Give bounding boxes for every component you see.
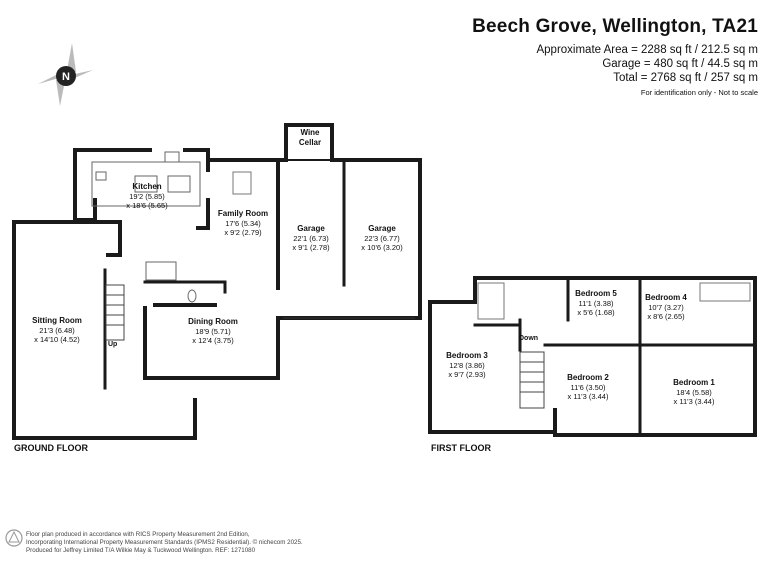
compass-north-label: N [62,71,70,83]
room-garage-1: Garage 22'1 (6.73) x 9'1 (2.78) [292,224,330,252]
room-dimension: 22'3 (6.77) [364,234,400,243]
room-dimension: x 12'4 (3.75) [192,336,234,345]
room-dimension: x 9'1 (2.78) [292,243,330,252]
room-dimension: x 9'2 (2.79) [224,228,262,237]
room-name: Kitchen [132,182,161,191]
room-name: Cellar [299,138,321,147]
identification-note: For identification only - Not to scale [640,88,758,97]
room-family-room: Family Room 17'6 (5.34) x 9'2 (2.79) [218,209,268,237]
room-bedroom-3: Bedroom 3 12'8 (3.86) x 9'7 (2.93) [446,351,488,379]
first-floor-plan [428,276,757,437]
room-name: Bedroom 3 [446,351,488,360]
room-dimension: 17'6 (5.34) [225,219,261,228]
stairs-up-label: Up [108,341,117,348]
room-name: Dining Room [188,317,238,326]
room-bedroom-5: Bedroom 5 11'1 (3.38) x 5'6 (1.68) [575,289,617,317]
first-floor-label: FIRST FLOOR [431,443,491,453]
footer-line-2: Incorporating International Property Mea… [26,539,303,546]
room-dimension: x 11'3 (3.44) [568,392,609,401]
room-dimension: x 10'6 (3.20) [361,243,403,252]
room-name: Sitting Room [32,316,82,325]
room-dimension: 12'8 (3.86) [449,361,485,370]
room-name: Garage [368,224,396,233]
room-dimension: 19'2 (5.85) [129,192,165,201]
footer-line-1: Floor plan produced in accordance with R… [26,531,250,538]
room-name: Wine [300,128,320,137]
room-dimension: 18'4 (5.58) [676,388,712,397]
room-dimension: 21'3 (6.48) [39,326,75,335]
ground-floor-plan [12,123,422,440]
room-name: Bedroom 5 [575,289,617,298]
property-title: Beech Grove, Wellington, TA21 [472,16,758,37]
ground-floor-label: GROUND FLOOR [14,443,88,453]
compass-icon: N [38,43,93,106]
footer-line-3: Produced for Jeffrey Limited T/A Wilkie … [26,547,256,554]
room-dimension: x 5'6 (1.68) [577,308,615,317]
room-name: Bedroom 4 [645,293,687,302]
rics-logo-icon [5,529,23,547]
room-bedroom-1: Bedroom 1 18'4 (5.58) x 11'3 (3.44) [673,378,715,406]
room-bedroom-2: Bedroom 2 11'6 (3.50) x 11'3 (3.44) [567,373,609,401]
room-name: Family Room [218,209,268,218]
garage-area: Garage = 480 sq ft / 44.5 sq m [602,58,758,70]
room-dimension: 18'9 (5.71) [195,327,231,336]
room-dimension: x 9'7 (2.93) [448,370,486,379]
room-dimension: 22'1 (6.73) [293,234,329,243]
room-dimension: 10'7 (3.27) [648,303,684,312]
total-area: Total = 2768 sq ft / 257 sq m [613,72,758,84]
room-wine-cellar: Wine Cellar [299,128,321,147]
room-sitting-room: Sitting Room 21'3 (6.48) x 14'10 (4.52) [32,316,82,344]
room-kitchen: Kitchen 19'2 (5.85) x 18'6 (5.65) [126,182,168,210]
approximate-area: Approximate Area = 2288 sq ft / 212.5 sq… [536,44,758,56]
room-name: Bedroom 2 [567,373,609,382]
room-dimension: 11'6 (3.50) [570,383,606,392]
room-dimension: x 14'10 (4.52) [34,335,80,344]
stairs-down-label: Down [519,335,538,342]
room-dimension: x 11'3 (3.44) [674,397,715,406]
room-garage-2: Garage 22'3 (6.77) x 10'6 (3.20) [361,224,403,252]
room-dimension: x 18'6 (5.65) [126,201,168,210]
room-name: Garage [297,224,325,233]
room-dining-room: Dining Room 18'9 (5.71) x 12'4 (3.75) [188,317,238,345]
room-dimension: 11'1 (3.38) [578,299,614,308]
room-name: Bedroom 1 [673,378,715,387]
room-bedroom-4: Bedroom 4 10'7 (3.27) x 8'6 (2.65) [645,293,687,321]
room-dimension: x 8'6 (2.65) [647,312,685,321]
